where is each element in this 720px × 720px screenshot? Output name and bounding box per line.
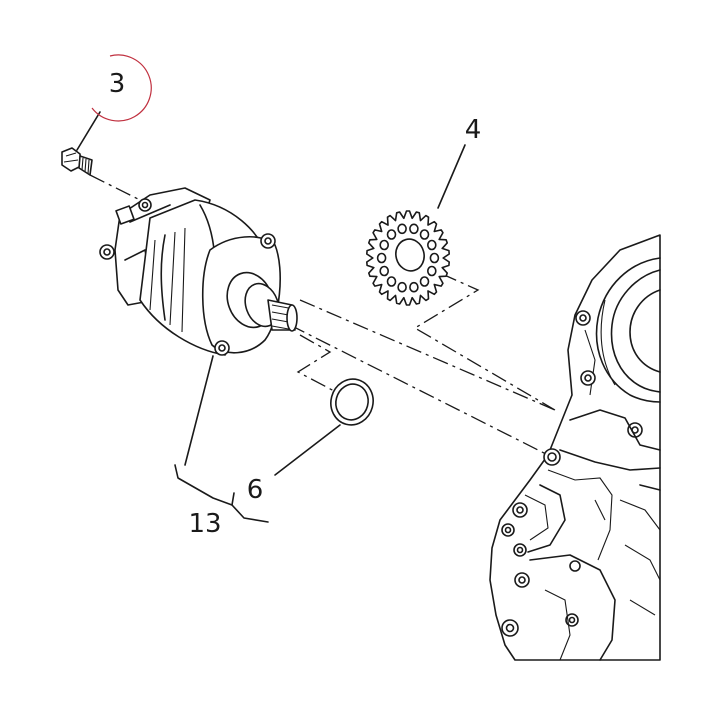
bolt-part <box>61 147 93 176</box>
engine-crankcase <box>489 234 661 661</box>
gear-hole <box>379 239 390 251</box>
callout-3: 3 <box>109 69 126 99</box>
gear-hole <box>426 239 437 251</box>
leader-lines <box>76 111 466 523</box>
gear-hole <box>409 281 419 293</box>
gear-hole <box>419 229 430 240</box>
gear-hole <box>419 276 430 287</box>
callout-6: 6 <box>247 475 264 505</box>
gear-hole <box>426 265 437 277</box>
o-ring-part <box>330 378 374 426</box>
gear-hole <box>409 223 419 235</box>
highlight-circle <box>91 54 152 122</box>
gear-hole <box>386 229 397 240</box>
callout-13: 13 <box>188 509 221 539</box>
gear-hole <box>386 276 397 287</box>
gear-part <box>366 210 450 306</box>
callout-4: 4 <box>465 115 482 145</box>
gear-hole <box>376 252 387 264</box>
gear-hole <box>397 223 407 235</box>
gear-hole <box>397 281 407 293</box>
gear-hole <box>379 265 390 277</box>
gear-hole <box>429 252 440 264</box>
starter-motor-part <box>99 187 298 356</box>
